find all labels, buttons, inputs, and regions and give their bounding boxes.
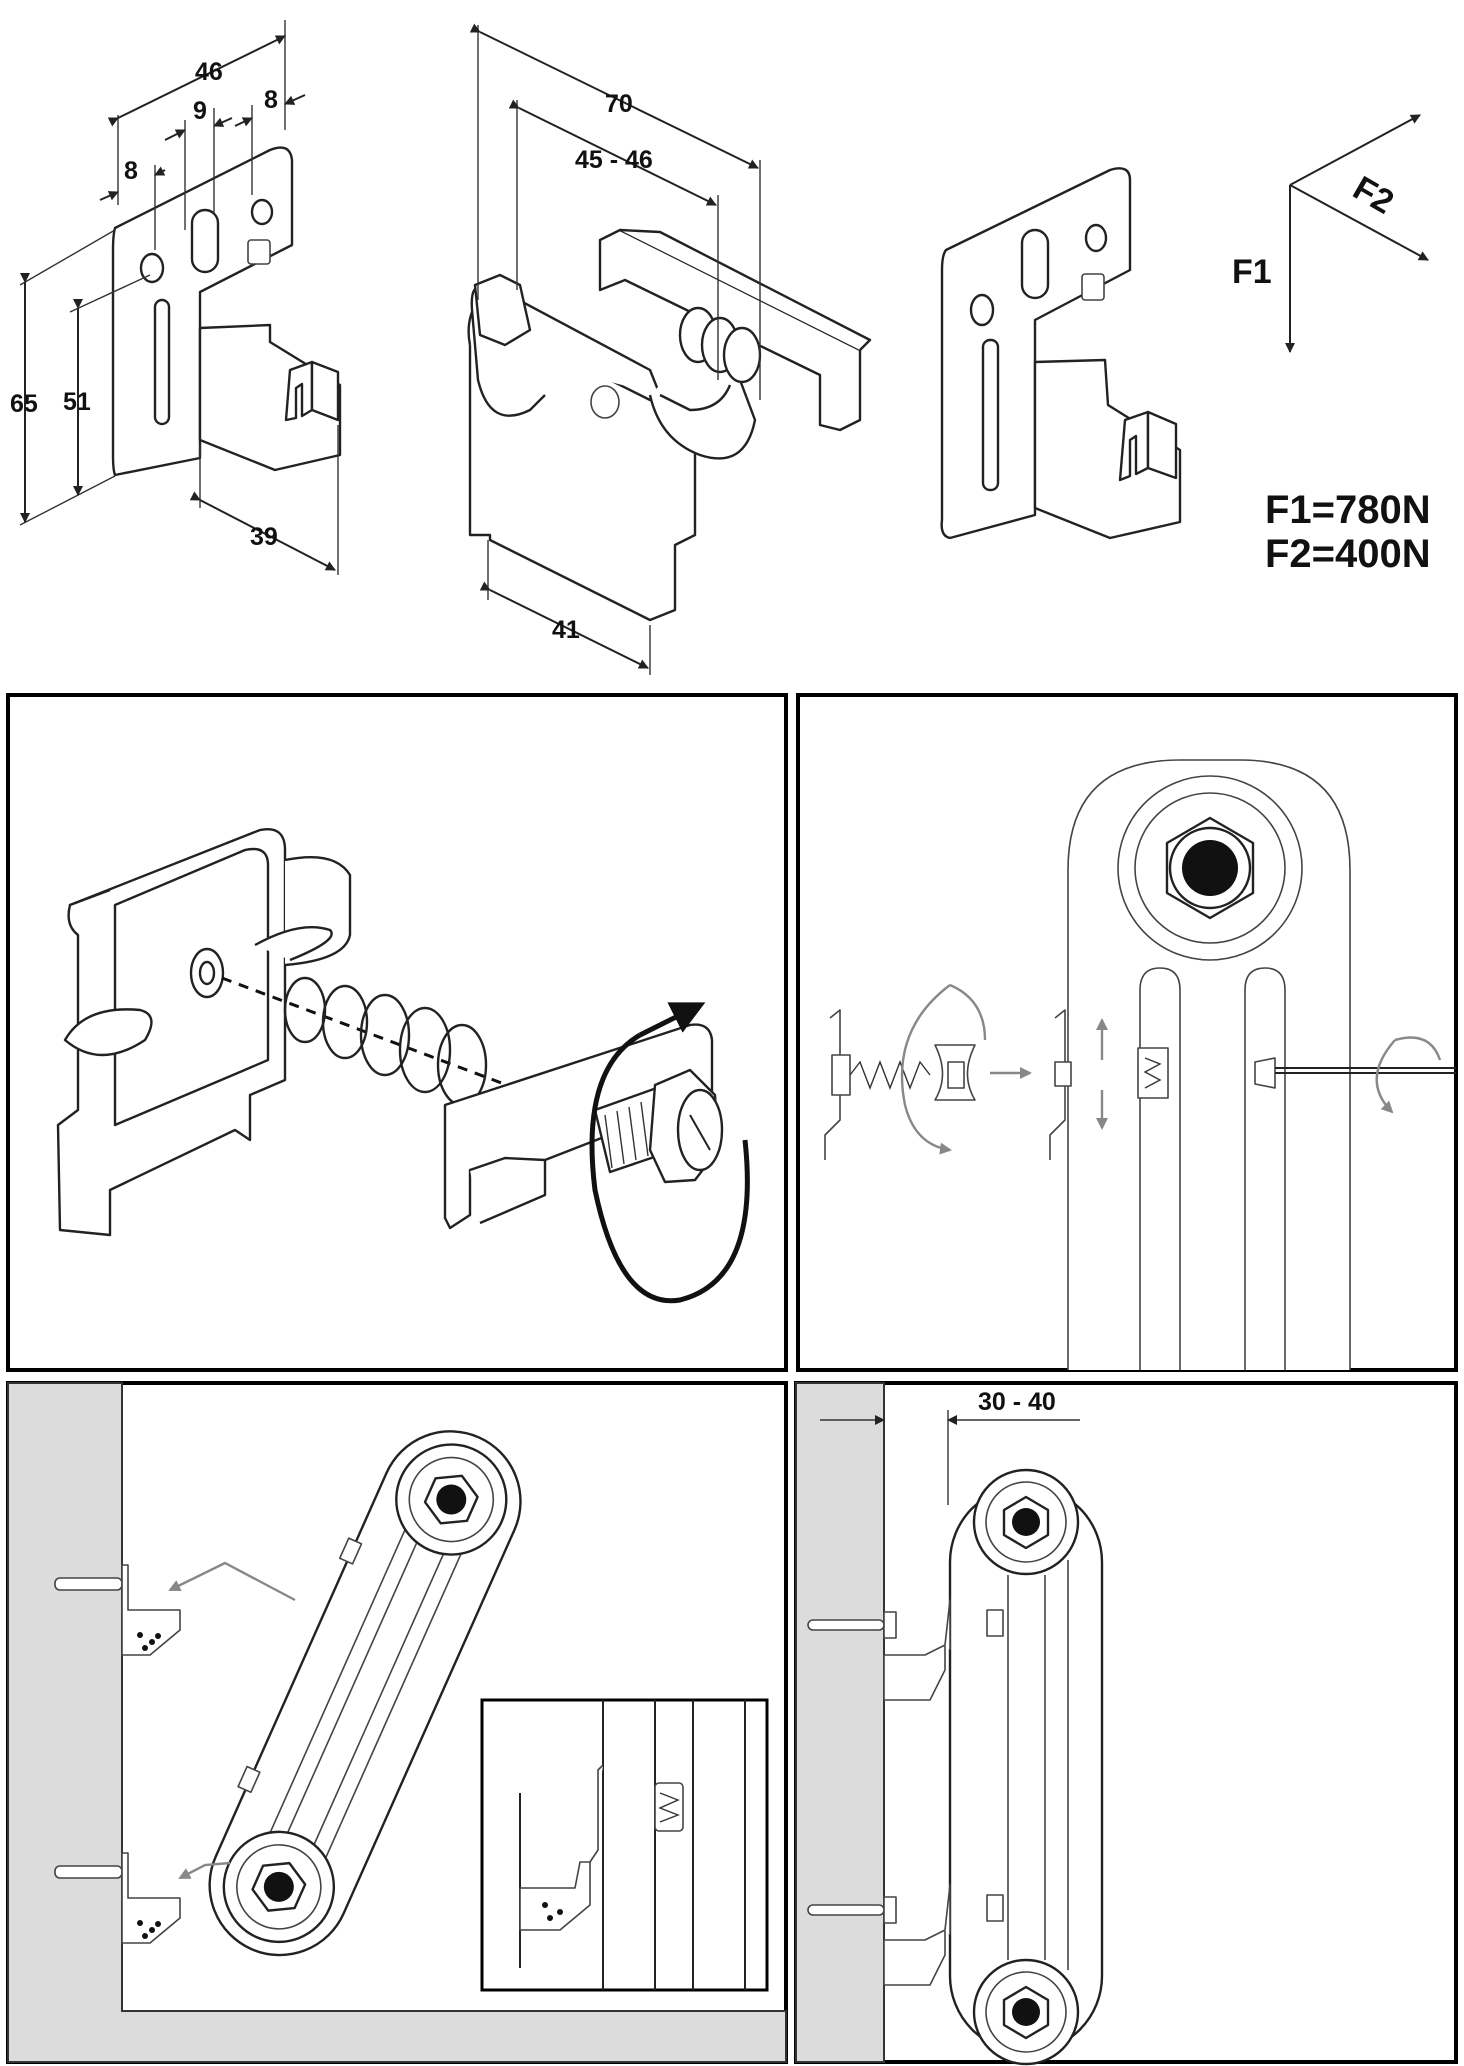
gap-dim-label: 30 - 40 xyxy=(978,1388,1056,1416)
force-diagram: F1 F2 F1=780N F2=400N xyxy=(1232,114,1431,576)
dim-8-right: 8 xyxy=(264,86,278,114)
dim-8-left: 8 xyxy=(124,157,138,185)
dim-45-46: 45 - 46 xyxy=(575,146,653,174)
dim-39: 39 xyxy=(250,523,278,551)
clip-dimension-lines xyxy=(469,23,761,675)
assembly-axis-line xyxy=(221,976,601,1122)
screw-icon xyxy=(593,1068,724,1184)
bracket-dimension-drawing: 46 9 8 8 65 51 39 xyxy=(10,20,342,575)
dim-9: 9 xyxy=(193,97,207,125)
dim-65: 65 xyxy=(10,390,38,418)
spring-clip-icon xyxy=(467,228,872,622)
rotation-arrow-icon xyxy=(589,1002,750,1304)
detail-inset xyxy=(480,1698,769,1992)
upper-wall-bracket xyxy=(54,1564,181,1656)
dim-41: 41 xyxy=(552,616,580,644)
dim-70: 70 xyxy=(605,90,633,118)
panel-radiator-mount xyxy=(796,693,1458,1372)
radiator-section-icon xyxy=(1067,759,1351,1370)
upper-wall-bracket xyxy=(807,1599,951,1701)
radiator-section-icon xyxy=(948,1468,1104,2066)
spring-clip-icon xyxy=(56,828,352,1237)
bracket-plain-drawing xyxy=(940,167,1182,540)
screwdriver-icon xyxy=(1254,1036,1456,1114)
dim-51: 51 xyxy=(63,388,91,416)
screw-stage-two xyxy=(1049,1009,1108,1160)
radiator-section-icon xyxy=(208,1430,522,1957)
gap-dimension: 30 - 40 xyxy=(820,1388,1080,1505)
f1-axis-label: F1 xyxy=(1232,253,1272,291)
panel-hanging-radiator xyxy=(6,1381,788,2064)
mounting-bracket-icon xyxy=(111,146,342,477)
screw-stage-one xyxy=(824,983,987,1160)
clip-dimension-drawing: 70 45 - 46 41 xyxy=(467,23,872,675)
bracket-dimension-lines xyxy=(19,20,339,575)
dim-46: 46 xyxy=(195,58,223,86)
f2-axis-label: F2 xyxy=(1347,169,1400,222)
lower-wall-bracket xyxy=(54,1852,181,1944)
mounting-bracket-icon xyxy=(940,167,1182,540)
lower-wall-bracket xyxy=(807,1884,951,1986)
f1-value: F1=780N xyxy=(1265,488,1431,532)
panel-final-position: 30 - 40 xyxy=(794,1381,1458,2066)
wall-icon xyxy=(795,1382,885,2063)
wall-icon xyxy=(7,1382,787,2063)
panel-clip-assembly xyxy=(6,693,788,1372)
f2-value: F2=400N xyxy=(1265,532,1431,576)
